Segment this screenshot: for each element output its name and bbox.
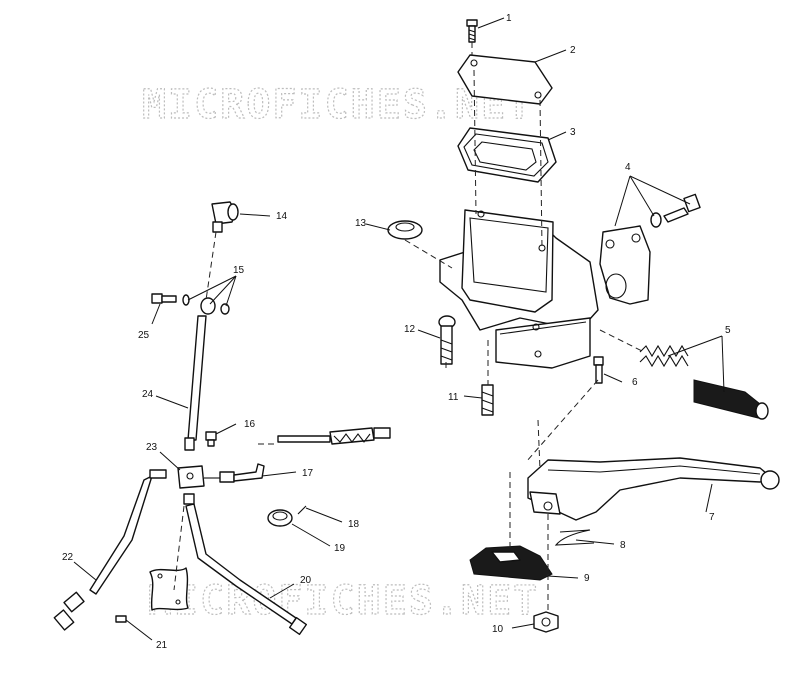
callout-15: 15 — [233, 265, 245, 276]
lock-nut — [533, 611, 559, 633]
callout-9: 9 — [584, 573, 590, 584]
handlebar-clamp — [599, 193, 701, 305]
callout-19: 19 — [334, 543, 346, 554]
callout-3: 3 — [570, 127, 576, 138]
callout-12: 12 — [404, 324, 416, 335]
master-cylinder-body — [439, 209, 599, 369]
junction-block — [177, 465, 205, 489]
upper-brake-hose — [184, 315, 207, 451]
banjo-bolt — [151, 293, 177, 304]
callout-5: 5 — [725, 325, 731, 336]
watermark-bottom: MICROFICHES.NET — [148, 578, 539, 624]
callout-22: 22 — [62, 552, 74, 563]
reservoir-boot — [387, 220, 423, 240]
lever-bracket — [469, 545, 553, 581]
callout-leaders — [73, 17, 725, 641]
callout-10: 10 — [492, 624, 504, 635]
callout-25: 25 — [138, 330, 150, 341]
callout-11: 11 — [448, 392, 459, 403]
sealing-washers — [182, 294, 230, 315]
callout-13: 13 — [355, 218, 367, 229]
callout-18: 18 — [348, 519, 360, 530]
callout-23: 23 — [146, 442, 158, 453]
cover-screw — [466, 19, 478, 43]
pivot-bolt — [438, 315, 456, 365]
callout-21: 21 — [156, 640, 168, 651]
return-spring — [554, 529, 595, 546]
callout-7: 7 — [709, 512, 715, 523]
rear-brake-line — [204, 463, 265, 483]
watermark-top: MICROFICHES.NET — [142, 82, 533, 128]
callout-16: 16 — [244, 419, 256, 430]
callout-4: 4 — [625, 162, 631, 173]
callout-14: 14 — [276, 211, 288, 222]
banjo-fitting — [211, 201, 239, 233]
hose-clamp — [267, 505, 307, 527]
reservoir-cover — [457, 54, 553, 105]
left-brake-hose — [53, 469, 167, 631]
callout-20: 20 — [300, 575, 312, 586]
diaphragm-gasket — [457, 127, 557, 183]
pivot-pin — [593, 356, 604, 384]
piston-assembly — [639, 344, 769, 420]
brake-line-rod — [258, 427, 391, 445]
mounting-plate — [115, 567, 189, 623]
bleeder-valve — [205, 431, 217, 447]
right-brake-hose — [183, 493, 308, 636]
callout-2: 2 — [570, 45, 576, 56]
callout-17: 17 — [302, 468, 314, 479]
callout-6: 6 — [632, 377, 638, 388]
callout-1: 1 — [506, 13, 512, 24]
lower-screw — [481, 384, 494, 416]
callout-24: 24 — [142, 389, 154, 400]
callout-8: 8 — [620, 540, 626, 551]
brake-lever — [527, 457, 780, 521]
